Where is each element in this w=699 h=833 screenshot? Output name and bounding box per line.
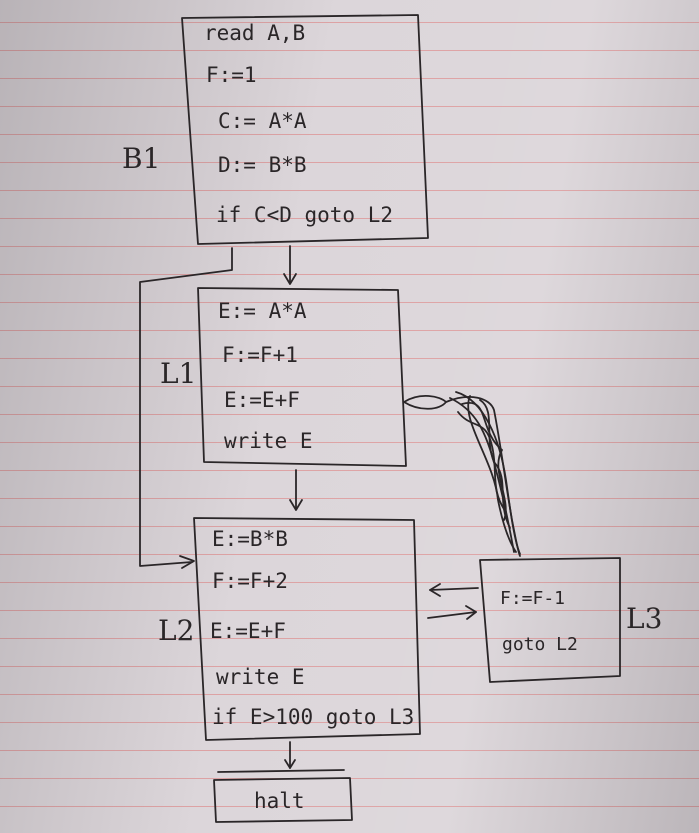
scribble-crossed-edge (403, 391, 521, 557)
block-l2: L2 E:=B*B F:=F+2 E:=E+F write E if E>100… (158, 517, 421, 741)
block-halt: halt (213, 769, 353, 823)
edge-l2-to-halt (284, 741, 296, 769)
block-l2-line-4: write E (216, 665, 305, 689)
block-l2-line-5: if E>100 goto L3 (212, 705, 414, 729)
block-l1-box (197, 287, 407, 467)
block-l3-line-1: F:=F-1 (500, 588, 565, 609)
block-l1-label: L1 (160, 357, 196, 390)
edge-l3-to-l2 (429, 583, 479, 597)
block-l3-box (479, 557, 621, 683)
block-b1-label: B1 (122, 142, 160, 175)
block-halt-box (213, 777, 353, 823)
block-l1-line-2: F:=F+1 (222, 343, 298, 367)
block-l2-line-2: F:=F+2 (212, 569, 288, 593)
block-l2-label: L2 (158, 614, 194, 647)
block-b1-line-1: read A,B (204, 21, 305, 45)
block-b1-box (181, 14, 429, 245)
block-b1-line-4: D:= B*B (218, 153, 307, 177)
block-l3-line-2: goto L2 (502, 634, 578, 655)
block-l2-line-3: E:=E+F (210, 619, 286, 643)
block-l3: L3 F:=F-1 goto L2 (479, 557, 662, 683)
block-halt-top-tick (217, 769, 345, 773)
block-b1: B1 read A,B F:=1 C:= A*A D:= B*B if C<D … (122, 14, 429, 245)
edge-b1-to-l2 (139, 247, 233, 569)
block-l1-line-4: write E (224, 429, 313, 453)
block-b1-line-2: F:=1 (206, 63, 257, 87)
block-l2-line-1: E:=B*B (212, 527, 288, 551)
block-l1-line-3: E:=E+F (224, 388, 300, 412)
edge-l2-to-l3 (427, 605, 477, 620)
edge-b1-to-l1 (283, 245, 297, 285)
block-b1-line-3: C:= A*A (218, 109, 307, 133)
block-halt-label: halt (254, 789, 305, 813)
block-l3-label: L3 (626, 602, 662, 635)
block-l1: L1 E:= A*A F:=F+1 E:=E+F write E (160, 287, 407, 467)
block-l2-box (193, 517, 421, 741)
edge-l1-to-l2 (289, 469, 303, 511)
block-l1-line-1: E:= A*A (218, 299, 307, 323)
block-b1-line-5: if C<D goto L2 (216, 203, 393, 227)
